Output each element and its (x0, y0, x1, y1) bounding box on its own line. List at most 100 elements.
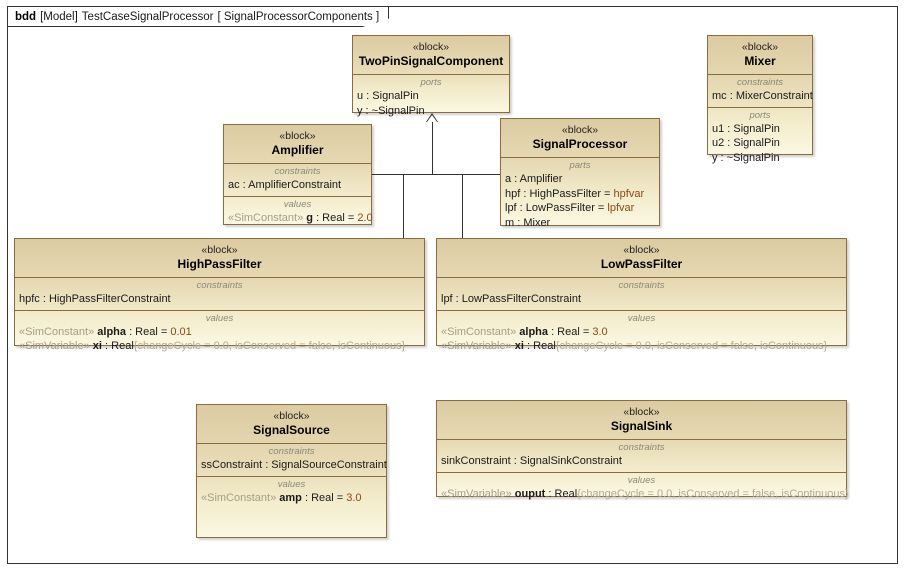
block-header: «block» LowPassFilter (437, 239, 846, 277)
value-type: : Real = (301, 491, 347, 504)
compartment-label-ports: ports (420, 77, 442, 88)
values-compartment: values «SimConstant» g : Real = 2.0 (224, 195, 373, 229)
block-name: Mixer (744, 54, 776, 68)
stereotype-simvariable: «SimVariable» (441, 340, 512, 352)
generalization-branch-highpass (403, 174, 404, 238)
generalization-bus (372, 174, 501, 175)
values-compartment: values «SimVariable» ouput : Real{change… (437, 471, 849, 505)
part-row: m : Mixer (501, 216, 659, 231)
block-header: «block» TwoPinSignalComponent (353, 36, 509, 74)
generalization-riser (432, 122, 433, 174)
part-text: m : Mixer (505, 216, 551, 229)
value-name: xi (92, 340, 102, 352)
stereotype-simconstant: «SimConstant» (19, 325, 95, 338)
compartment-label-constraints: constraints (268, 446, 315, 457)
stereotype-simconstant: «SimConstant» (441, 325, 517, 338)
compartment-label-values: values (627, 312, 656, 324)
stereotype-simconstant: «SimConstant» (201, 491, 277, 504)
block-name: Amplifier (271, 143, 324, 157)
value-type: : Real = (126, 325, 171, 338)
value-name: amp (279, 491, 302, 504)
block-low-pass-filter[interactable]: «block» LowPassFilter constraints lpf : … (436, 238, 847, 352)
part-text: hpf : HighPassFilter = (505, 187, 614, 200)
diagram-header-tab[interactable]: bdd [Model] TestCaseSignalProcessor [ Si… (7, 6, 390, 27)
values-compartment: values «SimConstant» alpha : Real = 3.0 … (437, 309, 846, 357)
value-number: 2.0 (357, 211, 373, 224)
values-compartment: values «SimConstant» amp : Real = 3.0 (197, 475, 386, 509)
block-signal-sink[interactable]: «block» SignalSink constraints sinkConst… (436, 400, 849, 500)
compartment-label-constraints: constraints (618, 442, 665, 453)
value-row: «SimConstant» alpha : Real = 0.01 (15, 325, 424, 340)
value-name: ouput (514, 487, 546, 500)
compartment-label-constraints: constraints (737, 77, 783, 88)
block-mixer[interactable]: «block» Mixer constraints mc : MixerCons… (707, 35, 813, 164)
parts-compartment: parts a : Amplifier hpf : HighPassFilter… (501, 157, 659, 233)
compartment-label-values: values (283, 198, 312, 210)
port-row: y : ~SignalPin (357, 104, 425, 117)
ports-compartment: ports u1 : SignalPin u2 : SignalPin y : … (708, 106, 812, 169)
part-row: hpf : HighPassFilter = hpfvar (501, 187, 659, 202)
block-header: «block» HighPassFilter (15, 239, 424, 277)
block-name: HighPassFilter (177, 257, 262, 271)
port-row: u1 : SignalPin (712, 122, 780, 135)
stereotype-label: «block» (279, 130, 316, 142)
value-properties: {changeCycle = 0.0, isConserved = false,… (555, 340, 828, 352)
part-row: a : Amplifier (501, 172, 659, 187)
part-text: a : Amplifier (505, 173, 563, 185)
block-header: «block» Mixer (708, 36, 812, 74)
compartment-label-parts: parts (569, 160, 591, 171)
constraint-row: ac : AmplifierConstraint (228, 179, 342, 191)
value-type: : Real (523, 340, 556, 352)
value-row: «SimVariable» xi : Real{changeCycle = 0.… (437, 339, 846, 354)
value-row: «SimConstant» alpha : Real = 3.0 (437, 325, 846, 340)
stereotype-label: «block» (561, 124, 599, 136)
value-type: : Real = (313, 211, 358, 224)
constraint-row: sinkConstraint : SignalSinkConstraint (441, 455, 622, 467)
block-two-pin-signal-component[interactable]: «block» TwoPinSignalComponent ports u : … (352, 35, 510, 117)
stereotype-label: «block» (623, 244, 660, 256)
block-high-pass-filter[interactable]: «block» HighPassFilter constraints hpfc … (14, 238, 425, 352)
constraint-row: hpfc : HighPassFilterConstraint (19, 293, 171, 305)
constraint-row: mc : MixerConstraint (712, 90, 813, 102)
part-default: hpfvar (613, 187, 645, 200)
constraints-compartment: constraints ssConstraint : SignalSourceC… (197, 443, 387, 476)
constraint-row: ssConstraint : SignalSourceConstraint (201, 459, 387, 471)
block-name: SignalSink (610, 419, 673, 433)
compartment-label-constraints: constraints (274, 166, 321, 177)
block-header: «block» SignalSink (437, 401, 846, 439)
port-row: y : ~SignalPin (712, 151, 780, 164)
block-signal-source[interactable]: «block» SignalSource constraints ssConst… (196, 404, 387, 538)
constraints-compartment: constraints lpf : LowPassFilterConstrain… (437, 277, 846, 310)
block-amplifier[interactable]: «block» Amplifier constraints ac : Ampli… (223, 124, 373, 225)
part-default: lpfvar (607, 202, 635, 214)
values-compartment: values «SimConstant» alpha : Real = 0.01… (15, 309, 424, 357)
constraints-compartment: constraints sinkConstraint : SignalSinkC… (437, 439, 846, 472)
value-name: alpha (519, 325, 549, 338)
stereotype-label: «block» (412, 41, 450, 53)
compartment-label-values: values (205, 312, 234, 324)
value-type: : Real (545, 487, 578, 500)
constraint-row: lpf : LowPassFilterConstraint (441, 293, 581, 305)
generalization-arrowhead-fill (427, 115, 437, 122)
value-properties: {changeCycle = 0.0, isConserved = false,… (577, 487, 849, 500)
constraints-compartment: constraints ac : AmplifierConstraint (224, 163, 371, 196)
diagram-qualifier: [Model] (40, 10, 78, 23)
value-type: : Real = (548, 325, 593, 338)
value-name: xi (514, 340, 524, 352)
stereotype-label: «block» (623, 406, 660, 418)
value-row: «SimVariable» xi : Real{changeCycle = 0.… (15, 339, 424, 354)
part-row: lpf : LowPassFilter = lpfvar (501, 201, 659, 216)
compartment-label-constraints: constraints (618, 280, 665, 291)
constraints-compartment: constraints hpfc : HighPassFilterConstra… (15, 277, 424, 310)
stereotype-simconstant: «SimConstant» (228, 211, 304, 224)
diagram-kind-label: bdd (15, 10, 37, 23)
compartment-label-values: values (627, 474, 656, 486)
diagram-model-name: TestCaseSignalProcessor (81, 10, 214, 23)
value-row: «SimConstant» g : Real = 2.0 (224, 211, 373, 226)
ports-compartment: ports u : SignalPin y : ~SignalPin (353, 74, 509, 121)
constraints-compartment: constraints mc : MixerConstraint (708, 74, 813, 107)
value-row: «SimConstant» amp : Real = 3.0 (197, 491, 386, 506)
block-signal-processor[interactable]: «block» SignalProcessor parts a : Amplif… (500, 118, 660, 229)
stereotype-label: «block» (741, 41, 779, 53)
port-row: u2 : SignalPin (712, 137, 780, 149)
